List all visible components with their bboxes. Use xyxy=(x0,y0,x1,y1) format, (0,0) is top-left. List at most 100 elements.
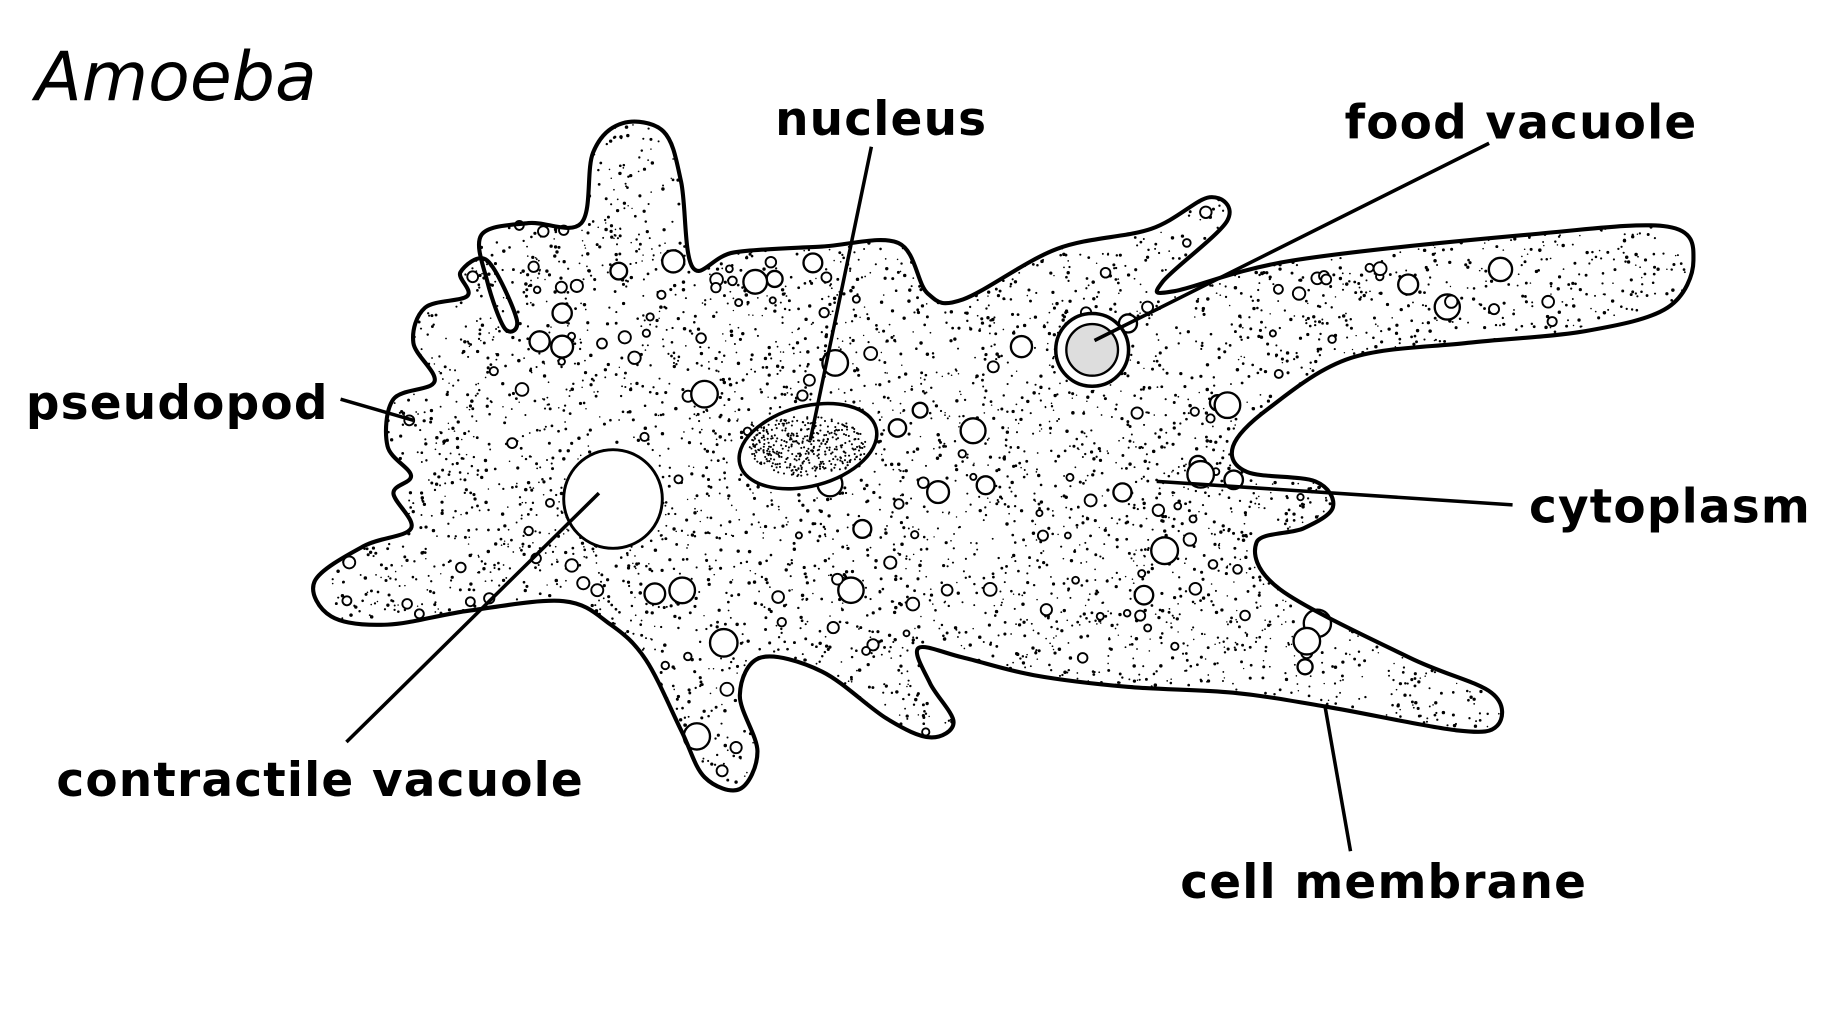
stipple-dot xyxy=(448,470,451,473)
stipple-dot xyxy=(522,552,526,557)
stipple-dot xyxy=(777,636,781,639)
stipple-dot xyxy=(836,277,840,281)
stipple-dot xyxy=(1504,360,1509,364)
stipple-dot xyxy=(1319,556,1322,559)
stipple-dot xyxy=(1150,789,1154,791)
stipple-dot xyxy=(729,333,734,338)
stipple-dot xyxy=(731,534,735,538)
stipple-dot xyxy=(847,796,849,798)
stipple-dot xyxy=(1684,614,1688,618)
stipple-dot xyxy=(618,252,622,256)
stipple-dot xyxy=(511,729,514,732)
stipple-dot xyxy=(1332,588,1336,592)
stipple-dot xyxy=(1396,158,1400,162)
stipple-dot xyxy=(358,483,362,487)
stipple-dot xyxy=(924,155,928,159)
stipple-dot xyxy=(1331,456,1334,459)
stipple-dot xyxy=(1155,171,1159,175)
stipple-dot xyxy=(1432,660,1435,663)
stipple-dot xyxy=(922,250,926,254)
stipple-dot xyxy=(1388,217,1392,221)
stipple-dot xyxy=(325,300,328,303)
stipple-dot xyxy=(917,165,920,168)
stipple-dot xyxy=(880,170,883,173)
stipple-dot xyxy=(1015,403,1018,406)
stipple-dot xyxy=(1379,576,1381,579)
stipple-dot xyxy=(305,694,307,696)
stipple-dot xyxy=(390,240,393,244)
stipple-dot xyxy=(1353,515,1357,519)
stipple-dot xyxy=(1259,776,1263,780)
stipple-dot xyxy=(581,254,584,257)
stipple-dot xyxy=(879,536,883,539)
stipple-dot xyxy=(989,400,993,404)
stipple-dot xyxy=(1301,276,1305,279)
stipple-dot xyxy=(746,300,750,305)
stipple-dot xyxy=(1561,300,1564,303)
stipple-dot xyxy=(1658,775,1661,778)
stipple-dot xyxy=(1674,450,1678,454)
stipple-dot xyxy=(1525,441,1529,444)
stipple-dot xyxy=(918,570,921,572)
stipple-dot xyxy=(1068,154,1071,157)
stipple-dot xyxy=(1074,188,1078,192)
stipple-dot xyxy=(1345,434,1349,439)
stipple-dot xyxy=(1378,422,1383,426)
stipple-dot xyxy=(505,163,507,166)
stipple-dot xyxy=(1428,503,1432,507)
stipple-dot xyxy=(998,289,1002,293)
stipple-dot xyxy=(988,259,992,264)
stipple-dot xyxy=(1511,371,1515,374)
stipple-dot xyxy=(1192,626,1195,629)
stipple-dot xyxy=(1430,543,1433,546)
stipple-dot xyxy=(1601,282,1604,285)
stipple-dot xyxy=(1030,159,1034,163)
stipple-dot xyxy=(1127,219,1132,223)
stipple-dot xyxy=(1208,794,1211,797)
stipple-dot xyxy=(979,194,981,197)
stipple-dot xyxy=(349,613,353,617)
stipple-dot xyxy=(636,438,641,442)
stipple-dot xyxy=(734,204,738,207)
stipple-dot xyxy=(329,203,333,206)
stipple-dot xyxy=(1132,523,1135,526)
stipple-dot xyxy=(370,329,373,333)
stipple-dot xyxy=(1537,702,1542,706)
stipple-dot xyxy=(926,510,929,513)
stipple-dot xyxy=(1461,509,1465,513)
stipple-dot xyxy=(609,229,613,234)
stipple-dot xyxy=(1689,185,1693,188)
stipple-dot xyxy=(1634,264,1637,266)
stipple-dot xyxy=(1538,163,1543,168)
stipple-dot xyxy=(650,161,655,165)
stipple-dot xyxy=(1044,223,1048,227)
stipple-dot xyxy=(741,286,744,289)
stipple-dot xyxy=(1081,455,1084,458)
stipple-dot xyxy=(328,480,331,483)
stipple-dot xyxy=(1268,275,1272,279)
stipple-dot xyxy=(757,134,760,137)
stipple-dot xyxy=(1595,645,1599,649)
stipple-dot xyxy=(1553,330,1557,334)
stipple-dot xyxy=(930,386,933,390)
stipple-dot xyxy=(1352,201,1355,203)
stipple-dot xyxy=(693,314,697,318)
stipple-dot xyxy=(958,246,962,250)
stipple-dot xyxy=(390,482,395,486)
stipple-dot xyxy=(1455,507,1459,511)
stipple-dot xyxy=(658,454,661,457)
stipple-dot xyxy=(1400,533,1405,538)
stipple-dot xyxy=(1082,482,1085,485)
stipple-dot xyxy=(1399,715,1402,718)
stipple-dot xyxy=(1039,430,1041,432)
stipple-dot xyxy=(1551,552,1555,555)
stipple-dot xyxy=(811,674,815,677)
stipple-dot xyxy=(614,252,618,257)
stipple-dot xyxy=(305,451,307,453)
stipple-dot xyxy=(1355,334,1357,337)
stipple-dot xyxy=(591,220,595,223)
stipple-dot xyxy=(1208,527,1210,530)
stipple-dot xyxy=(384,578,388,583)
stipple-dot xyxy=(367,232,371,235)
stipple-dot xyxy=(596,390,599,393)
